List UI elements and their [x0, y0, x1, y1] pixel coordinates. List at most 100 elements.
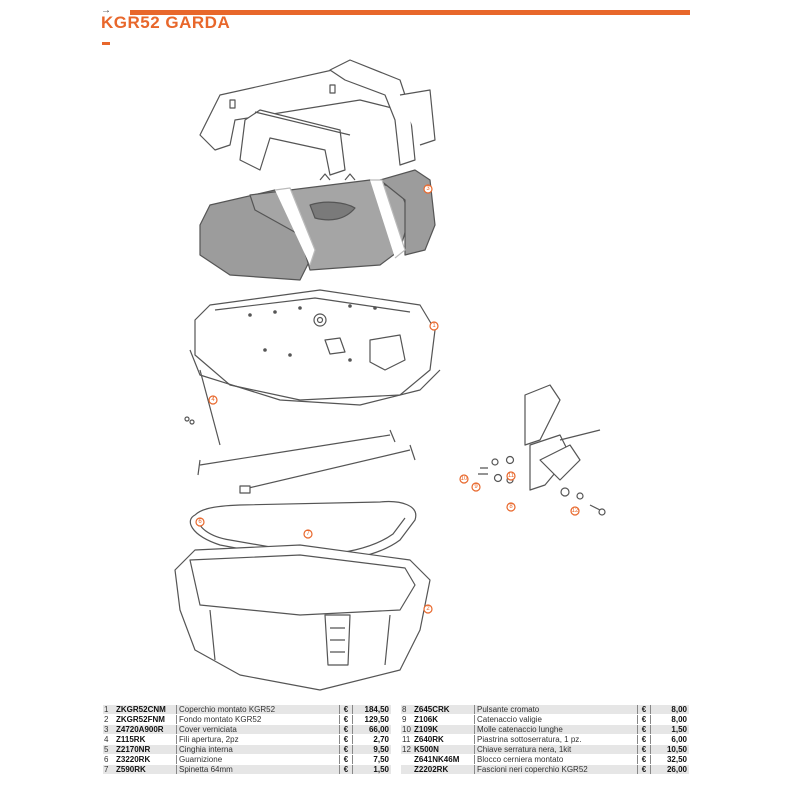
svg-text:9: 9 [474, 484, 478, 490]
callout-9: 9 [471, 482, 481, 492]
part-code: Z3220RK [114, 754, 177, 765]
part-code: Z115RK [114, 734, 177, 745]
part-number: 8 [401, 705, 412, 715]
part-price: 7,50 [352, 754, 391, 765]
part-description: Fondo montato KGR52 [176, 714, 340, 725]
part-description: Chiave serratura nera, 1kit [474, 744, 638, 755]
svg-text:1: 1 [432, 323, 436, 329]
part-code: Z645CRK [412, 705, 475, 715]
part-price: 1,50 [352, 764, 391, 775]
callout-11: 11 [506, 471, 516, 481]
currency-symbol: € [339, 764, 353, 775]
part-price: 66,00 [352, 724, 391, 735]
part-description: Molle catenaccio lunghe [474, 724, 638, 735]
part-description: Guarnizione [176, 754, 340, 765]
svg-text:11: 11 [508, 473, 515, 479]
part-code: Z2170NR [114, 744, 177, 755]
hinge-lock-parts [478, 384, 606, 516]
currency-symbol: € [339, 705, 353, 715]
callout-7: 7 [303, 529, 313, 539]
part-price: 8,00 [650, 714, 689, 725]
part-number [401, 754, 412, 765]
currency-symbol: € [637, 714, 651, 725]
part-number: 4 [103, 734, 114, 745]
part-number: 2 [103, 714, 114, 725]
svg-text:6: 6 [198, 519, 202, 525]
part-description: Spinetta 64mm [176, 764, 340, 775]
part-description: Blocco cerniera montato [474, 754, 638, 765]
svg-text:10: 10 [461, 476, 468, 482]
part-description: Fascioni neri coperchio KGR52 [474, 764, 638, 775]
callout-12: 12 [570, 506, 580, 516]
part-number: 10 [401, 724, 412, 735]
currency-symbol: € [637, 734, 651, 745]
currency-symbol: € [637, 705, 651, 715]
header-bar [130, 10, 690, 15]
part-number: 3 [103, 724, 114, 735]
part-code: Z4720A900R [114, 724, 177, 735]
page-title: KGR52 GARDA [101, 13, 231, 32]
callout-6: 6 [195, 517, 205, 527]
currency-symbol: € [637, 754, 651, 765]
part-price: 129,50 [352, 714, 391, 725]
part-code: Z109K [412, 724, 475, 735]
part-description: Piastrina sottoserratura, 1 pz. [474, 734, 638, 745]
part-description: Fili apertura, 2pz [176, 734, 340, 745]
inner-strap-part [197, 429, 416, 494]
svg-text:2: 2 [426, 606, 430, 612]
part-code: Z2202RK [412, 764, 475, 775]
part-code: Z590RK [114, 764, 177, 775]
part-number: 9 [401, 714, 412, 725]
part-number: 7 [103, 764, 114, 775]
currency-symbol: € [637, 744, 651, 755]
part-description: Coperchio montato KGR52 [176, 705, 340, 715]
part-code: ZKGR52CNM [114, 705, 177, 715]
header-arrow-icon: → [101, 5, 111, 16]
part-code: Z106K [412, 714, 475, 725]
base-part [174, 544, 431, 691]
part-description: Pulsante cromato [474, 705, 638, 715]
part-price: 2,70 [352, 734, 391, 745]
callout-3: 3 [423, 184, 433, 194]
part-description: Cover verniciata [176, 724, 340, 735]
part-number: 5 [103, 744, 114, 755]
exploded-view-drawing: 3 1 4 6 7 2 10 9 11 8 12 [174, 59, 606, 691]
top-rails-part [199, 59, 436, 176]
svg-text:12: 12 [572, 508, 579, 514]
callout-8: 8 [506, 502, 516, 512]
part-code: Z640RK [412, 734, 475, 745]
part-price: 1,50 [650, 724, 689, 735]
lid-part [189, 289, 441, 406]
currency-symbol: € [339, 744, 353, 755]
part-price: 6,00 [650, 734, 689, 745]
part-price: 26,00 [650, 764, 689, 775]
svg-text:7: 7 [306, 531, 310, 537]
part-price: 10,50 [650, 744, 689, 755]
svg-text:3: 3 [426, 186, 430, 192]
currency-symbol: € [339, 734, 353, 745]
currency-symbol: € [339, 724, 353, 735]
part-number: 6 [103, 754, 114, 765]
currency-symbol: € [637, 724, 651, 735]
part-number: 12 [401, 744, 412, 755]
part-price: 8,00 [650, 705, 689, 715]
part-number: 11 [401, 734, 412, 745]
part-code: Z641NK46M [412, 754, 475, 765]
svg-text:8: 8 [509, 504, 513, 510]
currency-symbol: € [637, 764, 651, 775]
